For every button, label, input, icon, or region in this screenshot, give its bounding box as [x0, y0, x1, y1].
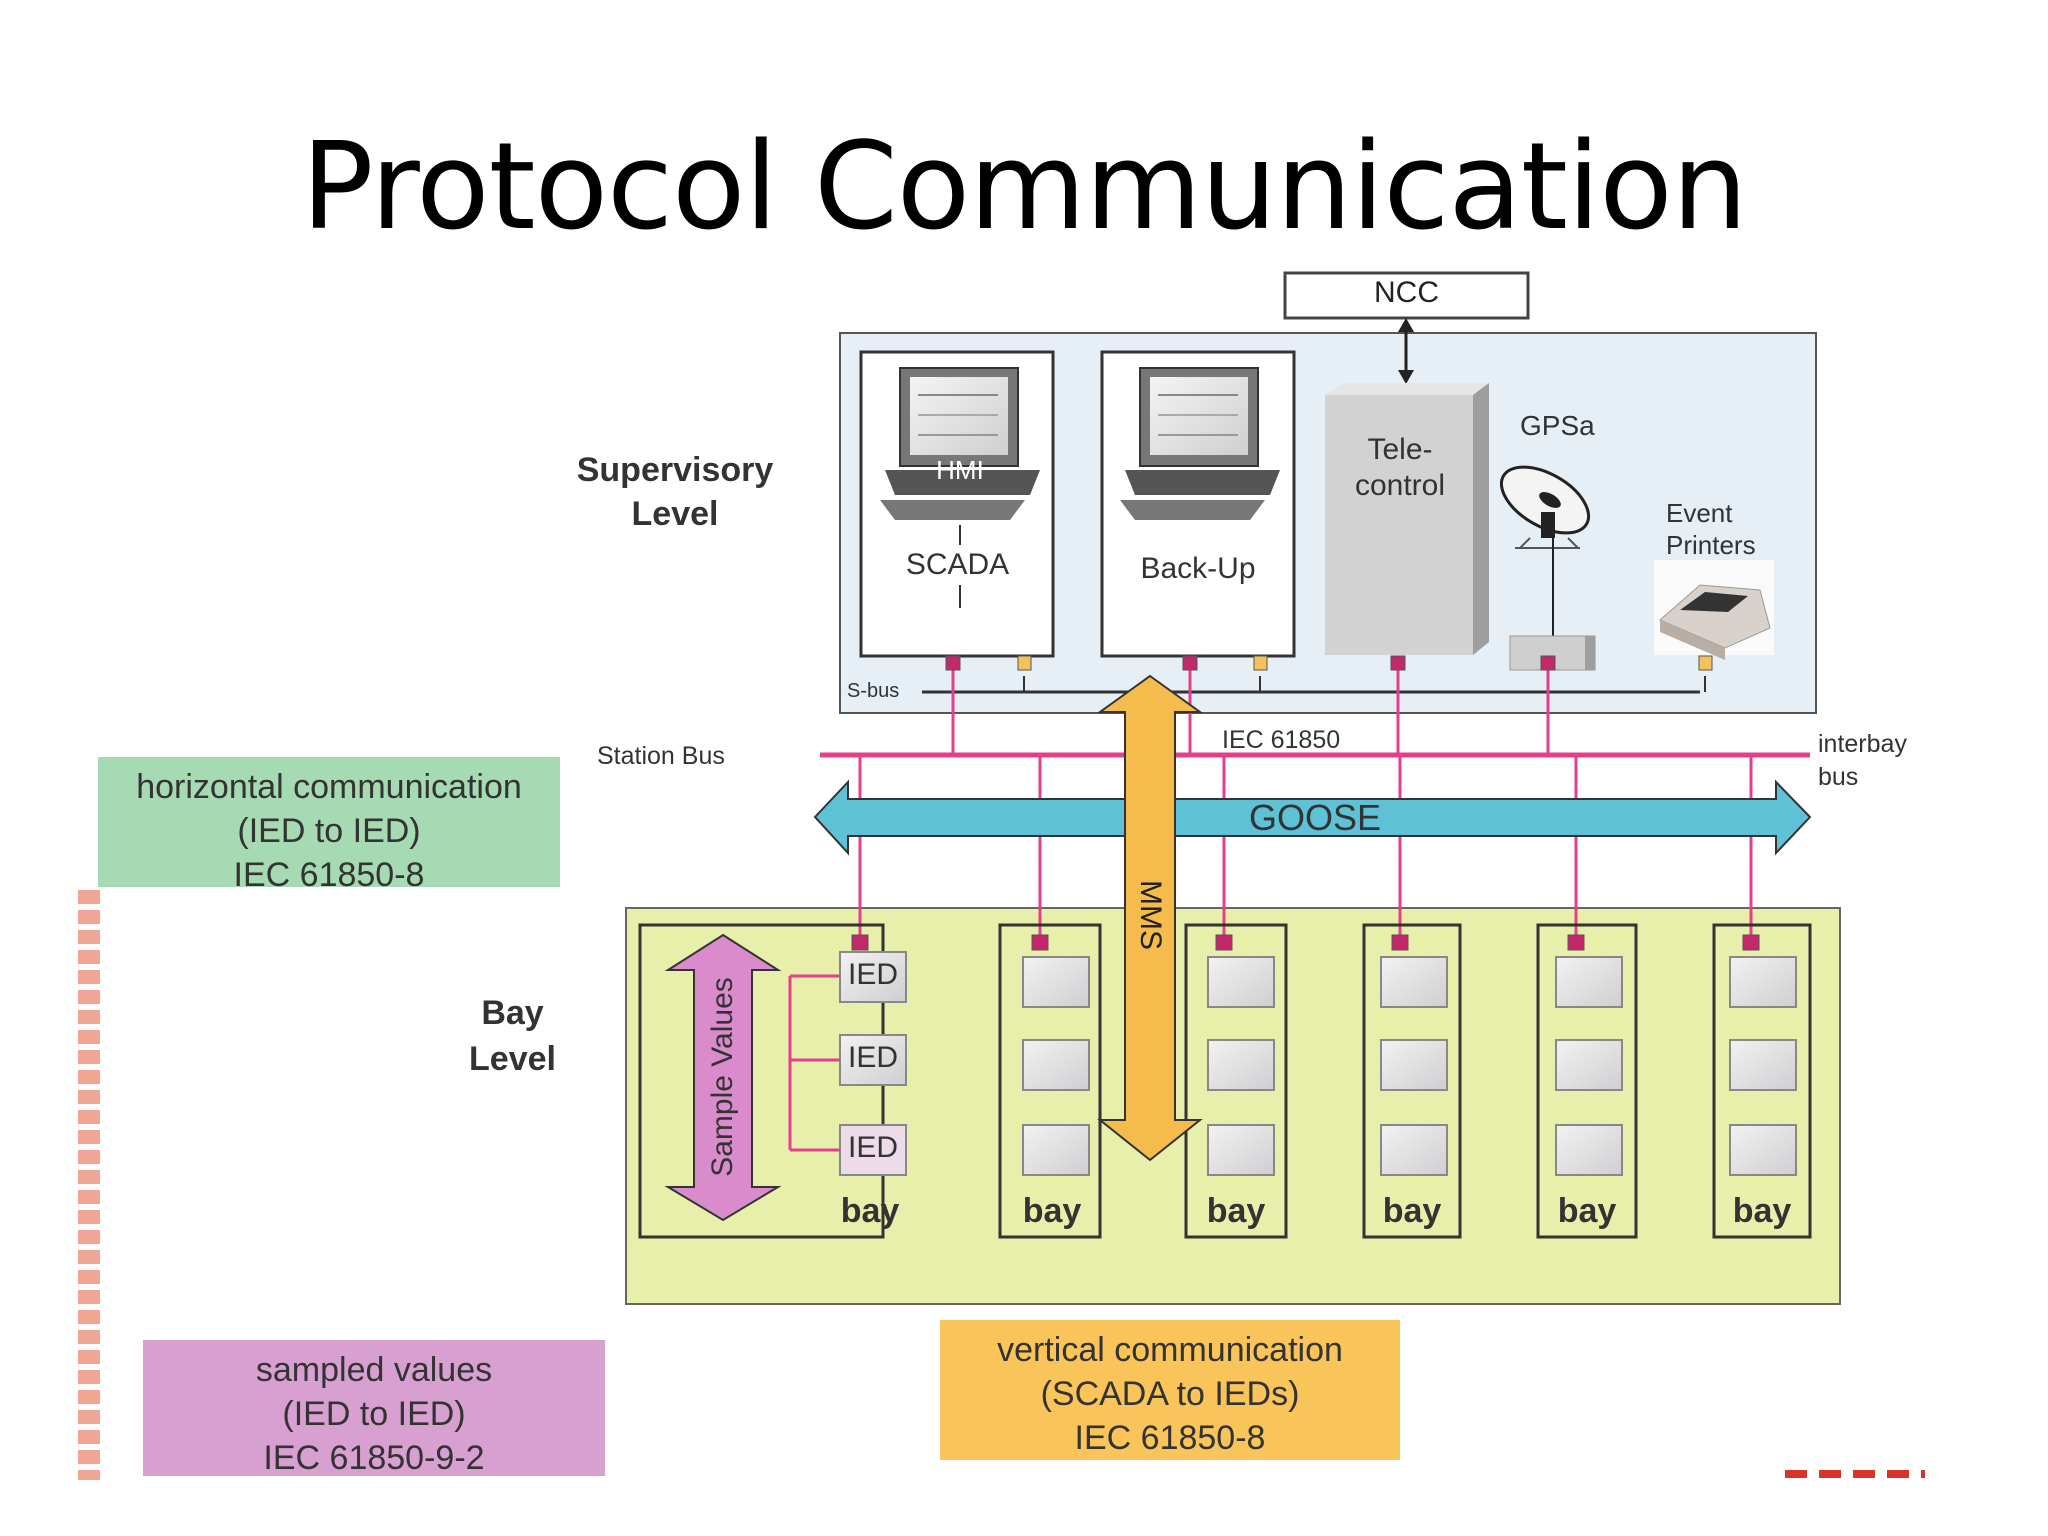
telecontrol-cabinet-icon — [1325, 383, 1489, 655]
interbay-line-2: bus — [1818, 763, 1859, 791]
bay-box-3 — [1184, 923, 1288, 1239]
ied-label: IED — [847, 1041, 898, 1074]
horizontal-communication-box: horizontal communication (IED to IED) IE… — [98, 757, 560, 894]
corner-logo-fragment — [1785, 1470, 1925, 1478]
scada-label: SCADA — [905, 548, 1010, 581]
bay-label: bay — [1022, 1192, 1082, 1230]
supervisory-level-line-2: Level — [631, 495, 719, 533]
mms-arrow — [1096, 674, 1204, 1162]
horizontal-line-3: IEC 61850-8 — [233, 856, 425, 894]
event-printers-line-2: Printers — [1666, 530, 1756, 560]
sample-values-arrow — [664, 933, 782, 1222]
iec-61850-label: IEC 61850 — [1222, 726, 1341, 754]
event-printers-line-1: Event — [1666, 498, 1733, 528]
goose-arrow — [813, 779, 1812, 856]
bay-box-5 — [1536, 923, 1638, 1239]
bay-box-4 — [1362, 923, 1462, 1239]
ied-box — [839, 1124, 907, 1176]
supervisory-level-label: Supervisory Level — [560, 448, 790, 536]
backup-label: Back-Up — [1140, 552, 1256, 585]
sampled-line-3: IEC 61850-9-2 — [263, 1439, 485, 1477]
vertical-line-3: IEC 61850-8 — [1074, 1419, 1266, 1457]
printer-icon — [1654, 560, 1774, 660]
backup-computer-icon — [1120, 367, 1280, 520]
bay-level-line-2: Level — [469, 1040, 556, 1078]
hmi-computer-icon — [880, 367, 1040, 520]
ied-label: IED — [847, 1131, 898, 1164]
supervisory-level-line-1: Supervisory — [576, 451, 774, 489]
bay-level-label: Bay Level — [455, 990, 570, 1082]
ncc-label: NCC — [1374, 276, 1439, 309]
sample-values-label: Sample Values — [706, 977, 739, 1177]
event-printers-label: Event Printers — [1666, 497, 1756, 561]
station-bus-label: Station Bus — [597, 742, 725, 770]
bay-box-6 — [1712, 923, 1812, 1239]
telecontrol-line-1: Tele- — [1367, 433, 1433, 466]
gps-label: GPSa — [1520, 410, 1595, 441]
bay-box-2 — [998, 923, 1102, 1239]
slide-title: Protocol Communication — [301, 118, 1748, 257]
horizontal-line-2: (IED to IED) — [237, 812, 421, 850]
horizontal-line-1: horizontal communication — [136, 768, 522, 806]
sampled-values-box: sampled values (IED to IED) IEC 61850-9-… — [143, 1340, 605, 1477]
bay-label: bay — [1557, 1192, 1617, 1230]
telecontrol-line-2: control — [1354, 469, 1446, 502]
sampled-line-1: sampled values — [255, 1351, 493, 1389]
hmi-label: HMI — [936, 455, 984, 485]
ied-box — [839, 1034, 907, 1086]
ied-label: IED — [847, 958, 898, 991]
vertical-communication-box: vertical communication (SCADA to IEDs) I… — [940, 1320, 1400, 1460]
s-bus-label: S-bus — [847, 680, 900, 702]
goose-label: GOOSE — [1248, 797, 1382, 838]
telecontrol-label: Tele- control — [1330, 432, 1470, 504]
sampled-line-2: (IED to IED) — [282, 1395, 466, 1433]
bay-level-line-1: Bay — [481, 994, 544, 1032]
side-watermark — [78, 890, 100, 1480]
bay-label: bay — [840, 1192, 900, 1230]
ncc-box — [1283, 271, 1530, 320]
vertical-line-2: (SCADA to IEDs) — [1040, 1375, 1300, 1413]
vertical-line-1: vertical communication — [997, 1331, 1343, 1369]
ied-box — [839, 951, 907, 1003]
mms-label: MMS — [1134, 880, 1167, 950]
bay-label: bay — [1382, 1192, 1442, 1230]
interbay-bus-label: interbay bus — [1818, 728, 1907, 794]
interbay-line-1: interbay — [1818, 730, 1907, 758]
bay-label: bay — [1206, 1192, 1266, 1230]
bay-label: bay — [1732, 1192, 1792, 1230]
